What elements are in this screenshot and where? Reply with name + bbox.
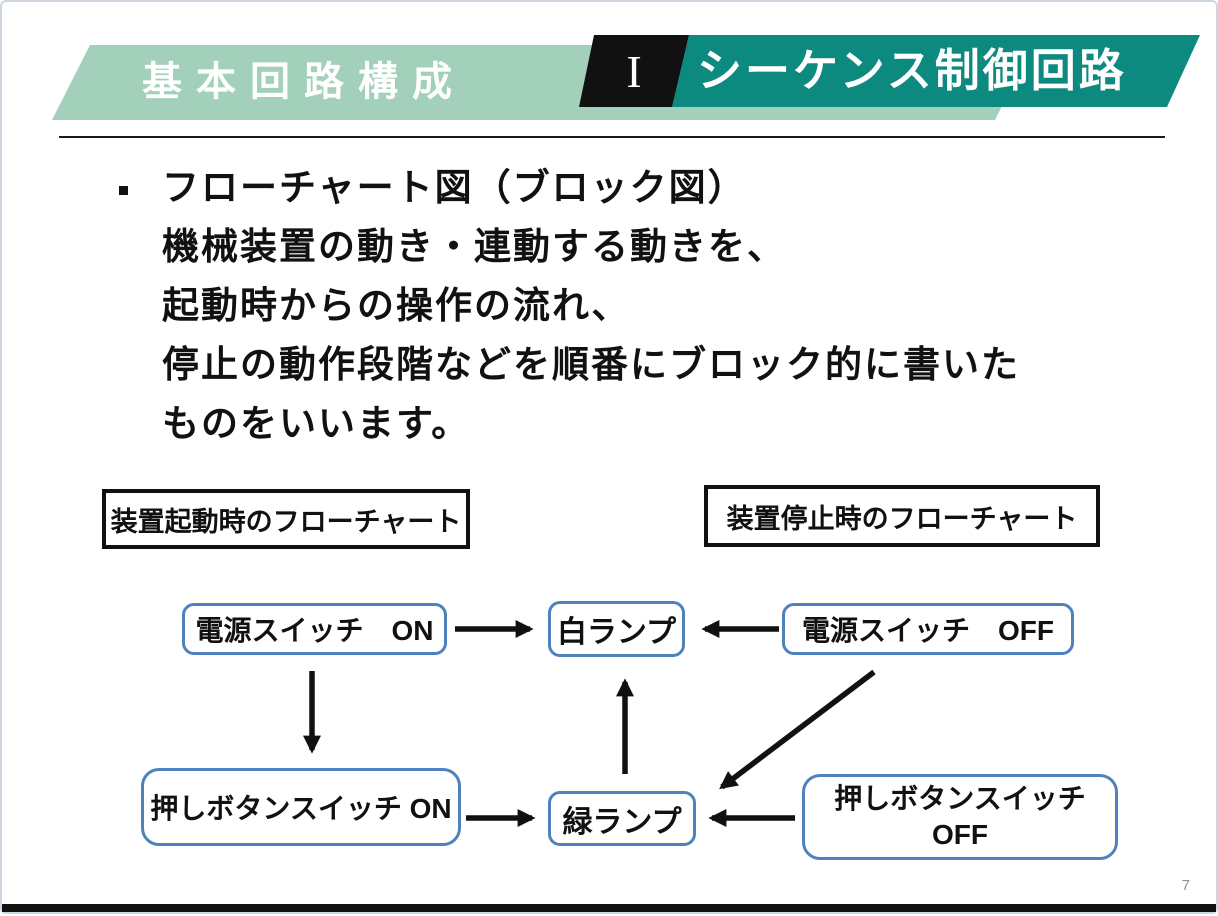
node-power-switch-on-text: 電源スイッチ ON [195, 615, 434, 646]
body-line: フローチャート図（ブロック図） [162, 167, 747, 208]
node-push-button-switch-on-text: 押しボタンスイッチ ON [150, 793, 452, 824]
node-green-lamp: 緑ランプ [548, 791, 696, 846]
node-power-switch-off: 電源スイッチ OFF [782, 603, 1074, 655]
chapter-numeral: I [626, 45, 642, 97]
node-push-button-switch-on: 押しボタンスイッチ ON [141, 768, 461, 846]
node-green-lamp-text: 緑ランプ [562, 805, 682, 839]
chapter-numeral-badge: I [579, 35, 689, 107]
page-number: 7 [1181, 877, 1190, 894]
startup-flowchart-label: 装置起動時のフローチャート [102, 489, 470, 549]
chapter-banner [672, 35, 1200, 107]
bullet-icon [119, 186, 128, 195]
header-divider [59, 136, 1165, 138]
body-line: 機械装置の動き・連動する動きを、 [162, 226, 786, 267]
node-white-lamp: 白ランプ [548, 601, 685, 657]
body-line: ものをいいます。 [162, 403, 471, 444]
body-line: 起動時からの操作の流れ、 [162, 285, 631, 326]
node-push-button-switch-off: 押しボタンスイッチ OFF [802, 774, 1118, 860]
node-power-switch-on: 電源スイッチ ON [182, 603, 447, 655]
stop-flowchart-label: 装置停止時のフローチャート [704, 485, 1100, 547]
startup-flowchart-label-text: 装置起動時のフローチャート [110, 506, 462, 537]
stop-flowchart-label-text: 装置停止時のフローチャート [726, 503, 1078, 534]
chapter-title: シーケンス制御回路 [697, 45, 1127, 96]
body-line: 停止の動作段階などを順番にブロック的に書いた [162, 344, 1020, 385]
arrow-poweroff-to-greenlamp-diagonal [719, 669, 876, 790]
node-power-switch-off-text: 電源スイッチ OFF [802, 615, 1054, 646]
node-push-button-switch-off-text: 押しボタンスイッチ [834, 783, 1086, 814]
section-title: 基本回路構成 [142, 60, 466, 104]
node-push-button-switch-off-state: OFF [932, 819, 988, 850]
body-text: フローチャート図（ブロック図） 機械装置の動き・連動する動きを、 起動時からの操… [162, 158, 1152, 453]
node-white-lamp-text: 白ランプ [556, 616, 677, 649]
bottom-bar [2, 904, 1216, 912]
